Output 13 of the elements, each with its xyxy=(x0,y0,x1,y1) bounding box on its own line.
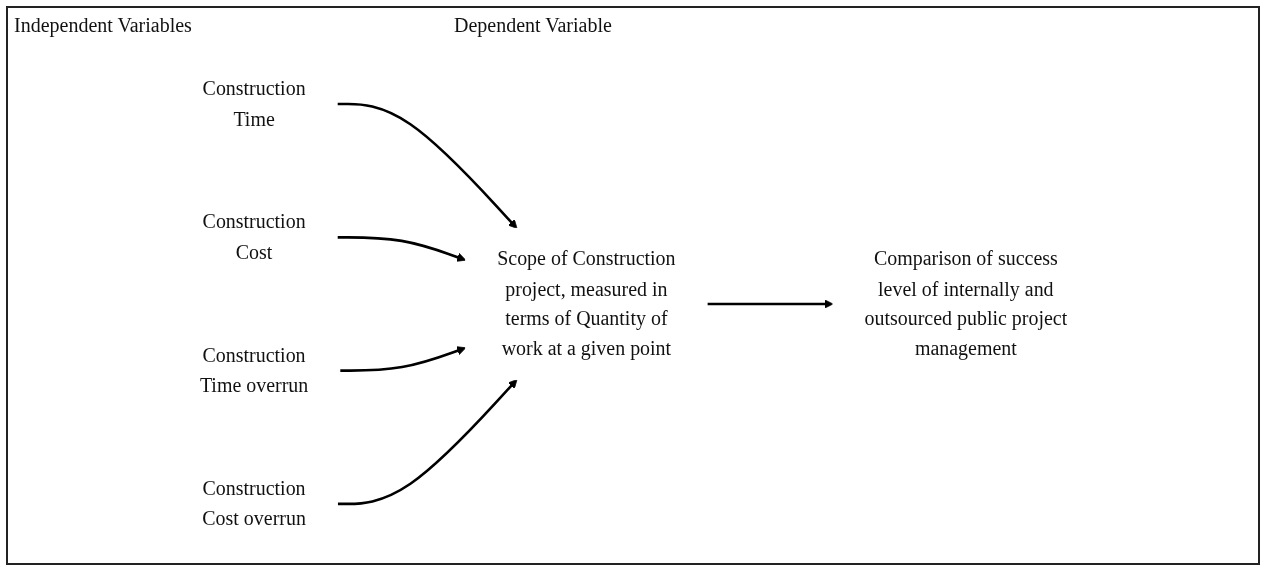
arrow xyxy=(337,102,518,229)
column-heading: Dependent Variable xyxy=(454,14,612,37)
node-text: Construction Time xyxy=(203,77,307,130)
column-heading: Independent Variables xyxy=(14,14,192,37)
node-text: Comparison of success level of internally and outsourced public project management xyxy=(864,247,1068,360)
arrow xyxy=(337,379,518,506)
node-text: Scope of Construction project, measured in terms of Quantity of work at a given point xyxy=(497,247,677,360)
arrow xyxy=(340,346,467,372)
arrow xyxy=(707,299,834,309)
node-text: Construction Cost overrun xyxy=(202,477,307,530)
arrow xyxy=(337,236,467,262)
node-text: Construction Cost xyxy=(203,210,307,263)
node-text: Construction Time overrun xyxy=(200,343,309,396)
